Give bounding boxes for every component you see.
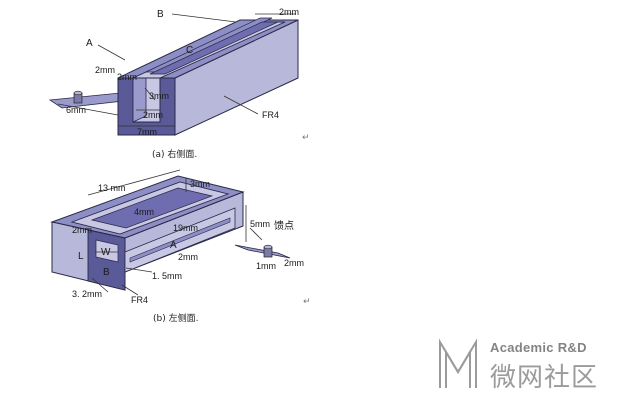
watermark: Academic R&D 微网社区 [439,338,598,393]
label-b-13mm: 13 mm [98,183,126,193]
label-b-5mm: 5mm [250,219,270,229]
label-b-3mm: 3mm [190,179,210,189]
label-b-1_5mm: 1. 5mm [152,271,182,281]
feed-strip-b [234,244,291,259]
label-a-2mm-bottom: 2mm [143,110,163,120]
label-b-A: A [170,240,177,251]
label-a-6mm: 6mm [66,105,86,115]
label-a-B: B [157,9,164,20]
label-b-B: B [103,267,110,278]
return-mark-b: ↵ [303,297,311,307]
label-a-fr4: FR4 [262,110,279,120]
watermark-en: Academic R&D [490,340,587,355]
label-a-C: C [186,45,193,56]
label-b-19mm: 19mm [173,223,198,233]
label-a-A: A [86,38,93,49]
label-b-W: W [101,247,111,258]
label-a-3mm: 3mm [149,91,169,101]
figure-b: 13 mm 3mm 4mm 5mm 馈点 19mm 2mm A W L B 2m… [50,169,311,324]
label-a-7mm: 7mm [137,127,157,137]
label-a-2mm-left1: 2mm [95,65,115,75]
label-b-2mm-left: 2mm [72,225,92,235]
label-a-2mm-top: 2mm [279,7,299,17]
caption-a: (a) 右侧面. [152,148,197,160]
label-b-3_2mm: 3. 2mm [72,289,102,299]
patch-b [87,229,126,291]
watermark-logo-icon [439,338,477,388]
label-b-L: L [78,251,84,262]
caption-b: (b) 左侧面. [153,312,198,324]
return-mark-a: ↵ [302,133,310,143]
label-a-2mm-left2: 2mm [117,72,137,82]
patch-b-top [90,187,214,229]
label-b-4mm: 4mm [134,207,154,217]
label-b-fr4: FR4 [131,295,148,305]
label-b-feed: 馈点 [274,219,294,232]
label-b-2mm-mid: 2mm [178,252,198,262]
label-b-1mm: 1mm [256,261,276,271]
label-b-2mm-right: 2mm [284,258,304,268]
figure-a: B A C 2mm 2mm 2mm 3mm 2mm 6mm 7mm FR4 (a… [48,7,310,160]
patch-c [149,21,279,75]
watermark-cn: 微网社区 [490,363,598,393]
